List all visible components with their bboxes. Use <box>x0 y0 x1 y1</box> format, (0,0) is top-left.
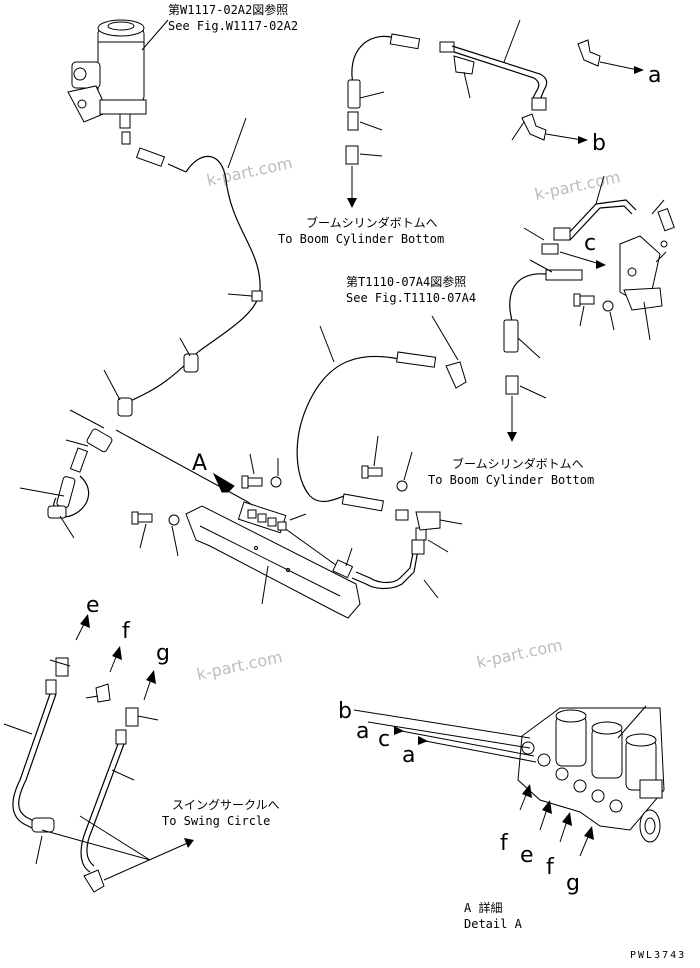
letter-b-top: b <box>592 131 606 156</box>
hose-end-lower <box>341 493 384 512</box>
boom-jp-2: ブームシリンダボトムへ <box>452 456 584 471</box>
detail-a-en: Detail A <box>464 917 523 931</box>
letter-e-detail: e <box>520 843 534 868</box>
tube-c-lower <box>509 273 547 323</box>
detail-a-jp: A 詳細 <box>464 900 502 915</box>
hose-clamp-2 <box>183 353 199 373</box>
fitting-c-2 <box>545 269 583 281</box>
letter-g-detail: g <box>566 871 580 896</box>
letter-a-top: a <box>648 63 661 88</box>
fitting-f <box>95 683 111 703</box>
pilot-hose-mid <box>296 355 405 503</box>
fitting-c-4 <box>505 375 519 395</box>
fitting-top-1 <box>389 33 421 50</box>
fitting-center <box>332 559 354 579</box>
tube-center-right <box>351 549 419 590</box>
fitting-top-3 <box>345 145 359 165</box>
boom-en-1: To Boom Cylinder Bottom <box>278 232 444 246</box>
washer-right <box>602 300 614 312</box>
tube-g <box>80 743 119 873</box>
tube-c-upper <box>565 199 637 237</box>
leader-ref-top <box>141 19 169 51</box>
clamp-mid <box>415 511 441 531</box>
detail-arrow-a <box>212 472 235 493</box>
hose-clamp-1 <box>251 290 263 302</box>
ref-top-jp: 第W1117-02A2図参照 <box>168 2 288 17</box>
fitting-c-1 <box>553 227 571 241</box>
ref-mid-jp: 第T1110-07A4図参照 <box>346 274 466 289</box>
boom-en-2: To Boom Cylinder Bottom <box>428 473 594 487</box>
hose-clamp-3 <box>117 397 133 417</box>
watermark-3: k-part.com <box>195 647 284 684</box>
fitting-e <box>55 657 69 677</box>
fitting-c-3 <box>503 319 519 353</box>
fitting-g <box>125 707 139 727</box>
pilot-hose-long <box>123 155 261 405</box>
letter-g-bl: g <box>156 641 170 666</box>
fitting-a <box>577 39 601 67</box>
bolt-right-1 <box>657 207 675 232</box>
fitting-top-2 <box>347 79 361 109</box>
fitting-b <box>521 113 547 141</box>
tube-e <box>12 693 51 829</box>
swing-jp: スイングサークルへ <box>172 798 280 812</box>
boom-jp-1: ブームシリンダボトムへ <box>306 215 438 230</box>
letter-a-detail-1: a <box>356 719 369 744</box>
tube-top-right <box>451 45 548 101</box>
swing-en: To Swing Circle <box>162 814 270 828</box>
letter-c-detail: c <box>378 727 390 752</box>
detail-a-valve <box>517 707 665 843</box>
watermark-2: k-part.com <box>533 167 622 204</box>
letter-a-detail-2: a <box>402 743 415 768</box>
letter-f-detail-1: f <box>500 831 509 856</box>
washer-1 <box>270 476 282 488</box>
marker-a: A <box>192 451 207 476</box>
letter-b-detail: b <box>338 699 352 724</box>
left-valve-fittings <box>47 428 113 519</box>
mounting-bracket <box>185 505 361 619</box>
washer-3 <box>396 480 408 492</box>
leader-hose <box>227 117 247 169</box>
washer-2 <box>168 514 180 526</box>
letter-f-detail-2: f <box>546 855 555 880</box>
bracket-top <box>453 55 475 75</box>
letter-e-bl: e <box>86 593 100 618</box>
ref-top-en: See Fig.W1117-02A2 <box>168 19 298 33</box>
drawing-code: PWL3743 <box>630 950 686 961</box>
valve-block-a <box>237 501 287 534</box>
hose-end-mid <box>396 351 437 368</box>
watermark-4: k-part.com <box>475 635 564 672</box>
letter-f-bl: f <box>122 619 131 644</box>
filter-unit <box>67 19 187 173</box>
ref-mid-en: See Fig.T1110-07A4 <box>346 291 476 305</box>
watermark-1: k-part.com <box>205 153 294 190</box>
letter-c-right: c <box>584 231 596 256</box>
